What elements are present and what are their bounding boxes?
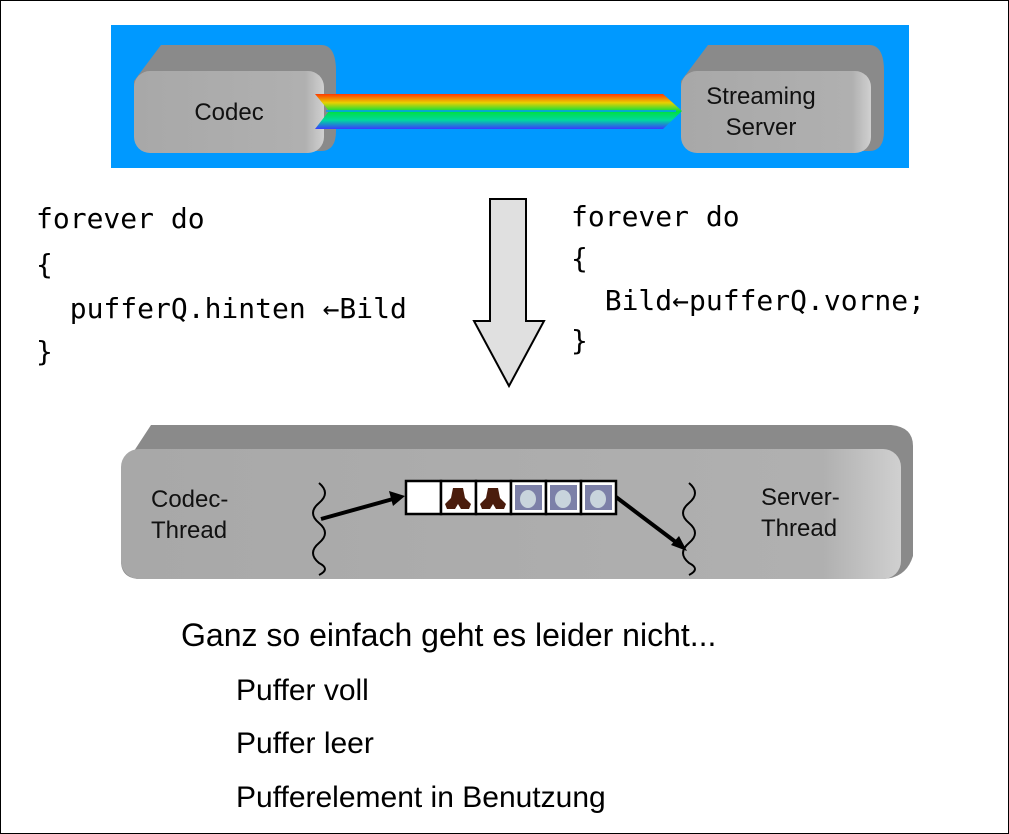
server-box-label-2: Server xyxy=(725,114,797,141)
list-item: Pufferelement in Benutzung xyxy=(236,781,606,814)
down-arrow-icon xyxy=(472,198,546,389)
heading: Ganz so einfach geht es leider nicht... xyxy=(181,617,717,653)
dequeue-arrow xyxy=(614,495,679,545)
list-item: Puffer leer xyxy=(236,727,374,760)
code-right-line: forever do xyxy=(571,200,740,233)
codec-box xyxy=(134,45,336,153)
code-left-line: } xyxy=(36,335,53,368)
code-right-line: Bild←pufferQ.vorne; xyxy=(571,284,926,317)
codec-thread-label-2: Thread xyxy=(151,517,228,544)
server-box xyxy=(681,45,884,153)
codec-thread-label-1: Codec- xyxy=(151,486,229,513)
enqueue-arrow xyxy=(320,497,394,521)
buffer-cell xyxy=(404,479,443,516)
codec-thread-wave xyxy=(312,482,326,576)
list-item: Puffer voll xyxy=(236,674,369,707)
server-box-label-1: Streaming xyxy=(706,83,816,110)
server-thread-label-2: Thread xyxy=(761,515,838,542)
server-thread-label-1: Server- xyxy=(761,484,840,511)
code-right-line: { xyxy=(571,242,588,275)
code-right-line: } xyxy=(571,324,588,357)
boot-image-icon xyxy=(480,488,506,509)
code-left-line: { xyxy=(36,248,53,281)
buffer-queue xyxy=(404,479,618,516)
server-thread-wave xyxy=(682,482,696,576)
code-left-line: pufferQ.hinten ←Bild xyxy=(36,292,407,325)
code-left-line: forever do xyxy=(36,202,205,235)
boot-image-icon xyxy=(445,488,471,509)
codec-box-label: Codec xyxy=(194,99,264,126)
